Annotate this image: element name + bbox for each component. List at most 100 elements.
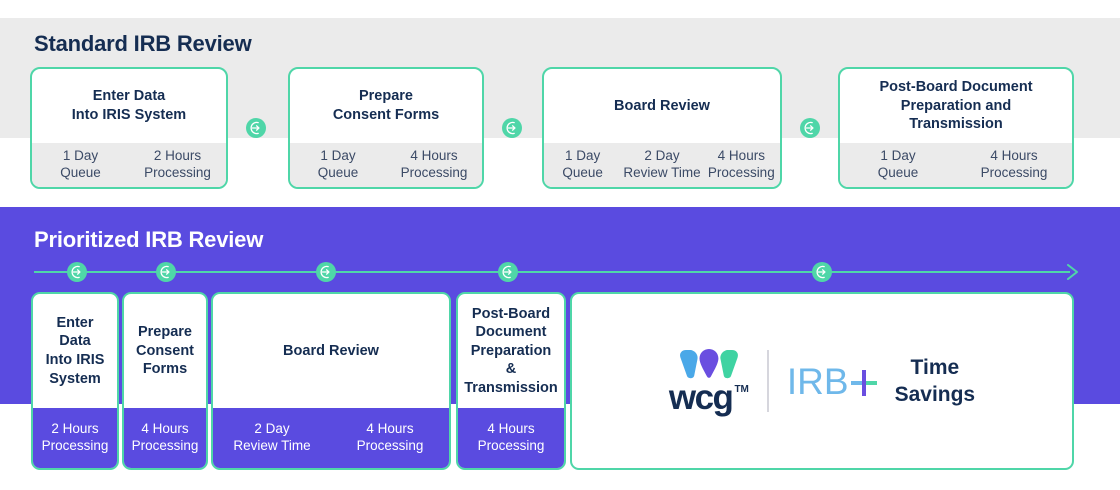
- metric-value: 1 Day: [320, 148, 356, 164]
- standard-step-4-title-line1: Post-Board Document: [879, 78, 1033, 95]
- prioritized-step-card-2[interactable]: Prepare Consent Forms 4 Hours Processing: [122, 292, 208, 470]
- standard-step-card-4[interactable]: Post-Board Document Preparation and Tran…: [838, 67, 1074, 189]
- standard-step-1-metrics: 1 Day Queue 2 Hours Processing: [32, 143, 226, 187]
- timeline-node-5-arrow-into-circle-icon: [812, 262, 832, 282]
- standard-step-1-title-line2: Into IRIS System: [71, 107, 187, 123]
- metric-value: 1 Day: [565, 148, 601, 164]
- metric-label: Processing: [144, 165, 211, 180]
- metric-value: 2 Hours: [51, 421, 99, 437]
- prioritized-step-card-3[interactable]: Board Review 2 Day Review Time 4 Hours P…: [211, 292, 451, 470]
- prioritized-step-4-title-line1: Post-Board: [471, 305, 551, 322]
- standard-step-2-title: Prepare Consent Forms: [290, 69, 482, 143]
- metric: 4 Hours Processing: [458, 421, 564, 455]
- prioritized-step-1-title-line4: System: [49, 370, 101, 387]
- prioritized-step-4-title: Post-Board Document Preparation & Transm…: [458, 294, 564, 408]
- standard-step-1-title: Enter Data Into IRIS System: [32, 69, 226, 143]
- metric: 2 Day Review Time: [213, 421, 331, 455]
- metric-value: 1 Day: [880, 148, 916, 164]
- metric-label: Processing: [980, 165, 1048, 180]
- time-savings-headline: Time Savings: [895, 354, 976, 409]
- standard-step-4-title: Post-Board Document Preparation and Tran…: [840, 69, 1072, 143]
- prioritized-step-1-metrics: 2 Hours Processing: [33, 408, 117, 468]
- plus-icon: [850, 370, 877, 396]
- standard-step-card-2[interactable]: Prepare Consent Forms 1 Day Queue 4 Hour…: [288, 67, 484, 189]
- metric-label: Processing: [356, 438, 424, 453]
- prioritized-steps-row: Enter Data Into IRIS System 2 Hours Proc…: [0, 292, 1120, 472]
- metric-value: 2 Day: [254, 421, 290, 437]
- metric-value: 4 Hours: [717, 148, 765, 164]
- metric: 1 Day Queue: [544, 148, 621, 182]
- prioritized-step-1-title-line2: Data: [59, 333, 91, 350]
- wcg-logo: wcg TM: [669, 347, 749, 416]
- timeline-node-2-arrow-into-circle-icon: [156, 262, 176, 282]
- prioritized-step-4-metrics: 4 Hours Processing: [458, 408, 564, 468]
- metric: 4 Hours Processing: [124, 421, 206, 455]
- metric: 2 Hours Processing: [129, 148, 226, 182]
- metric-value: 4 Hours: [410, 148, 458, 164]
- standard-step-2-metrics: 1 Day Queue 4 Hours Processing: [290, 143, 482, 187]
- prioritized-step-2-title: Prepare Consent Forms: [124, 294, 206, 408]
- standard-step-4-title-line2: Preparation and: [900, 97, 1012, 114]
- standard-step-card-1[interactable]: Enter Data Into IRIS System 1 Day Queue …: [30, 67, 228, 189]
- metric-label: Processing: [400, 165, 468, 180]
- prioritized-step-2-title-line2: Consent: [136, 342, 194, 359]
- standard-step-3-title: Board Review: [544, 69, 780, 143]
- metric-value: 1 Day: [62, 148, 99, 164]
- prioritized-step-4-title-line4: Transmission: [464, 379, 558, 396]
- metric-value: 4 Hours: [141, 421, 189, 437]
- prioritized-step-4-title-line2: Document: [475, 324, 547, 341]
- standard-step-4-metrics: 1 Day Queue 4 Hours Processing: [840, 143, 1072, 187]
- prioritized-step-1-title-line3: Into IRIS: [45, 352, 105, 368]
- metric-label: Processing: [41, 438, 109, 453]
- prioritized-step-card-4[interactable]: Post-Board Document Preparation & Transm…: [456, 292, 566, 470]
- prioritized-step-3-title: Board Review: [213, 294, 449, 408]
- metric-value: 4 Hours: [366, 421, 414, 437]
- time-savings-headline-line2: Savings: [894, 383, 976, 406]
- irb-plus-logo: IRB: [787, 363, 877, 400]
- logo-divider: [766, 350, 769, 412]
- metric: 4 Hours Processing: [331, 421, 449, 455]
- prioritized-timeline: [34, 262, 1078, 282]
- metric: 1 Day Queue: [290, 148, 386, 182]
- standard-step-3-title-line1: Board Review: [614, 97, 710, 114]
- prioritized-section-title: Prioritized IRB Review: [34, 227, 264, 252]
- standard-step-2-title-line2: Consent Forms: [332, 107, 440, 123]
- prioritized-step-3-metrics: 2 Day Review Time 4 Hours Processing: [213, 408, 449, 468]
- metric: 4 Hours Processing: [386, 148, 482, 182]
- prioritized-step-card-1[interactable]: Enter Data Into IRIS System 2 Hours Proc…: [31, 292, 119, 470]
- standard-section-title: Standard IRB Review: [34, 31, 252, 56]
- wcg-petal-mark-icon: [679, 349, 738, 379]
- metric-label: Processing: [477, 438, 545, 453]
- metric: 4 Hours Processing: [956, 148, 1072, 182]
- time-savings-headline-line1: Time: [910, 355, 960, 379]
- metric: 1 Day Queue: [32, 148, 129, 182]
- metric-label: Review Time: [623, 165, 701, 180]
- metric-label: Queue: [562, 165, 603, 180]
- wcg-trademark-symbol: TM: [734, 384, 749, 396]
- timeline-node-3-arrow-into-circle-icon: [316, 262, 336, 282]
- plus-vertical-bar: [861, 370, 866, 396]
- prioritized-step-4-title-line3: Preparation &: [470, 342, 552, 378]
- prioritized-step-2-title-line1: Prepare: [137, 324, 192, 341]
- timeline-node-1-arrow-into-circle-icon: [67, 262, 87, 282]
- time-savings-card[interactable]: wcg TM IRB Time Savings: [570, 292, 1074, 470]
- metric: 2 Hours Processing: [33, 421, 117, 455]
- standard-step-3-metrics: 1 Day Queue 2 Day Review Time 4 Hours Pr…: [544, 143, 780, 187]
- metric-value: 4 Hours: [487, 421, 535, 437]
- plus-horizontal-bar-left: [850, 381, 862, 385]
- irb-product-text: IRB: [786, 360, 849, 402]
- arrow-into-circle-icon: [246, 118, 266, 138]
- standard-step-2-title-line1: Prepare: [358, 88, 413, 105]
- wcg-wordmark: wcg TM: [669, 380, 749, 415]
- prioritized-step-2-title-line3: Forms: [142, 361, 188, 378]
- metric-value: 2 Hours: [153, 148, 202, 164]
- metric-label: Queue: [60, 165, 101, 180]
- arrow-into-circle-icon: [800, 118, 820, 138]
- timeline-line: [34, 271, 1070, 273]
- arrow-into-circle-icon: [502, 118, 522, 138]
- prioritized-step-2-metrics: 4 Hours Processing: [124, 408, 206, 468]
- standard-step-1-title-line1: Enter Data: [92, 88, 166, 105]
- metric-label: Queue: [877, 165, 919, 180]
- standard-step-card-3[interactable]: Board Review 1 Day Queue 2 Day Review Ti…: [542, 67, 782, 189]
